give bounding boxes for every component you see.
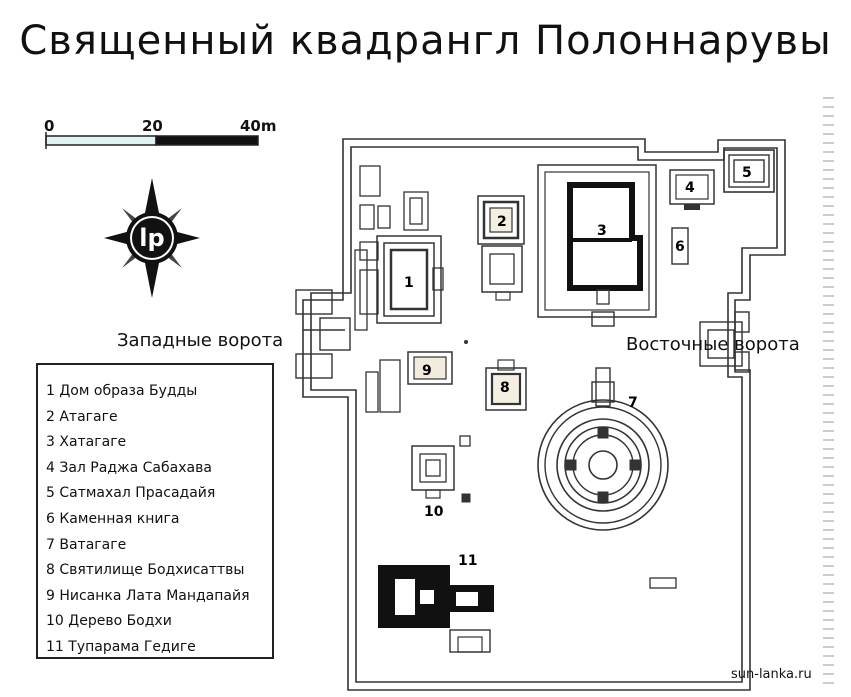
legend-item-6: 6 Каменная книга [46,510,180,527]
legend-item-7: 7 Ватагаге [46,536,127,553]
legend-item-9: 9 Нисанка Лата Мандапайя [46,587,250,604]
nw-structures [354,165,429,331]
legend-item-3: 3 Хатагаге [46,434,127,451]
building-10 [411,435,471,503]
map-number-3: 3 [597,223,607,239]
building-2 [477,195,525,301]
map-number-11: 11 [458,553,477,569]
map-number-1: 1 [404,275,414,291]
building-9 [365,351,453,413]
map-number-7: 7 [628,395,638,411]
building-5 [723,149,775,193]
building-4 [669,169,715,210]
east-gate [699,311,750,373]
building-7 [537,367,669,531]
building-3 [537,164,657,327]
west-gate [295,289,351,379]
east-gate-label: Восточные ворота [626,334,800,355]
scale-bar [45,132,259,149]
compass-icon: lp [104,178,200,298]
map-number-8: 8 [500,380,510,396]
scale-label-40m: 40m [240,117,277,135]
west-gate-label: Западные ворота [117,330,284,351]
legend-item-1: 1 Дом образа Будды [46,383,198,399]
scale-label-0: 0 [44,117,55,135]
map-number-2: 2 [497,214,507,230]
map-numbers: 1 2 3 4 5 6 7 8 9 10 11 [404,165,752,569]
legend-item-5: 5 Сатмахал Прасадайя [46,485,216,502]
legend-item-8: 8 Святилище Бодхисаттвы [46,562,245,579]
legend: 1 Дом образа Будды 2 Атагаге 3 Хатагаге … [36,363,274,659]
legend-item-2: 2 Атагаге [46,408,118,425]
map-title: Священный квадрангл Полоннарувы [19,18,832,64]
south-gate [649,577,677,589]
outer-wall [302,138,786,691]
building-11 [378,565,494,653]
map-number-6: 6 [675,239,685,255]
building-8 [485,359,527,411]
legend-item-10: 10 Дерево Бодхи [46,613,172,630]
source-credit: sun-lanka.ru [731,667,812,682]
building-6 [671,227,689,265]
legend-item-11: 11 Тупарама Гедиге [46,638,196,655]
map-number-10: 10 [424,504,444,520]
building-1 [376,235,444,324]
legend-item-4: 4 Зал Раджа Сабахава [46,459,212,476]
marker-dot [464,340,468,344]
map-number-9: 9 [422,363,432,379]
map-number-4: 4 [685,180,695,196]
scale-label-20: 20 [142,117,163,135]
margin-ticks [823,97,834,684]
compass-logo: lp [139,224,164,252]
map-number-5: 5 [742,165,752,181]
